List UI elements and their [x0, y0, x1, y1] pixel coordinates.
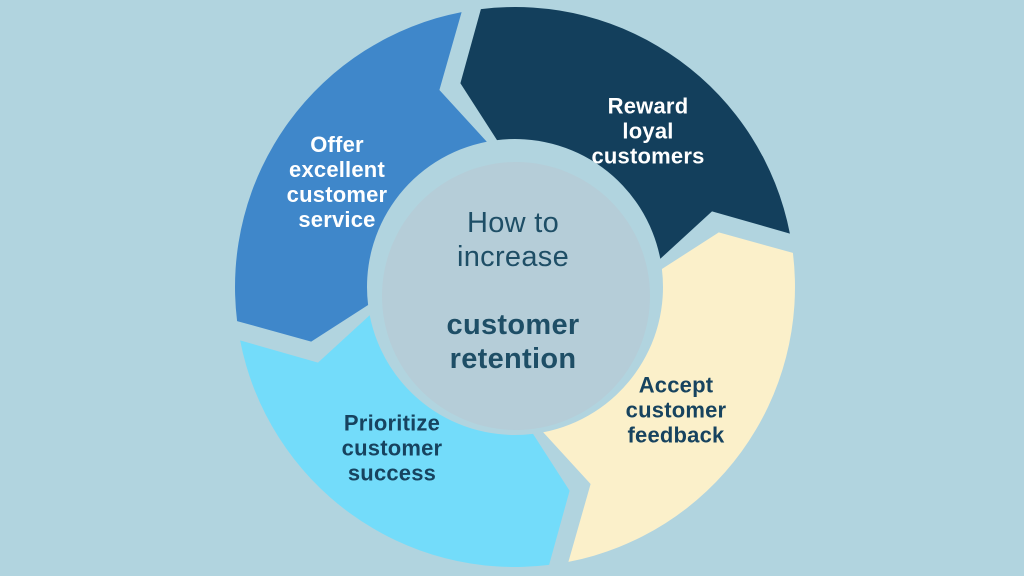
segment-label-offer: Offer excellent customer service: [286, 132, 388, 232]
center-circle: [382, 162, 650, 430]
segment-arrow-offer: [235, 12, 487, 342]
segment-label-accept: Accept customer feedback: [625, 372, 727, 448]
center-title-bold: customer retention: [446, 309, 580, 375]
segment-arrow-prioritize: [240, 315, 570, 567]
center-title: How to increase customer retention: [447, 172, 580, 410]
segment-label-reward: Reward loyal customers: [591, 93, 705, 169]
segment-arrow-accept: [543, 232, 795, 562]
center-title-regular: How to increase: [456, 207, 570, 273]
segment-label-prioritize: Prioritize customer success: [341, 410, 443, 486]
segment-arrow-reward: [460, 7, 790, 259]
